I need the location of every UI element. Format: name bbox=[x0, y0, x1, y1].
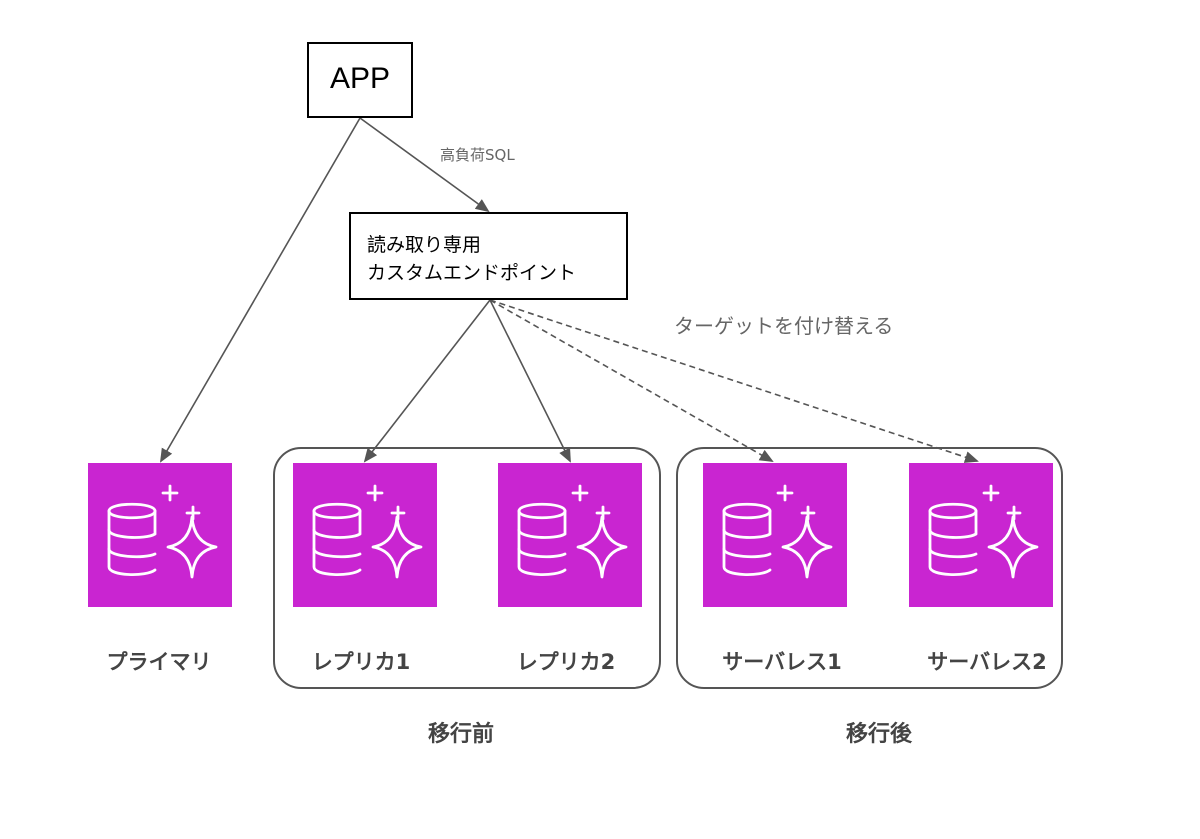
replica2-label: レプリカ2 bbox=[516, 650, 616, 674]
app-label: APP bbox=[329, 62, 391, 95]
group-before-label: 移行前 bbox=[427, 722, 494, 747]
group-after-migration bbox=[676, 447, 1063, 689]
arrow-endpoint-to-replica1 bbox=[363, 299, 491, 463]
group-after-label: 移行後 bbox=[845, 722, 912, 747]
endpoint-label-line1: 読み取り専用 bbox=[367, 234, 482, 256]
primary-db-tile bbox=[88, 463, 232, 607]
retarget-label: ターゲットを付け替える bbox=[674, 314, 894, 338]
serverless2-db-tile bbox=[909, 463, 1053, 607]
primary-label: プライマリ bbox=[106, 650, 212, 674]
dashed-arrow-endpoint-to-serverless2 bbox=[489, 299, 979, 463]
app-box: APP bbox=[307, 42, 413, 118]
serverless1-db-tile bbox=[703, 463, 847, 607]
arrow-app-to-endpoint bbox=[359, 117, 490, 213]
replica1-db-tile bbox=[293, 463, 437, 607]
serverless2-label: サーバレス2 bbox=[927, 650, 1047, 674]
dashed-arrow-endpoint-to-serverless1 bbox=[489, 299, 774, 462]
arrow-app-to-primary bbox=[159, 117, 361, 463]
custom-endpoint-box: 読み取り専用 カスタムエンドポイント bbox=[349, 212, 628, 300]
endpoint-label-line2: カスタムエンドポイント bbox=[367, 262, 577, 284]
arrow-endpoint-to-replica2 bbox=[489, 299, 571, 463]
group-before-migration bbox=[273, 447, 661, 689]
replica2-db-tile bbox=[498, 463, 642, 607]
high-load-sql-label: 高負荷SQL bbox=[440, 146, 515, 164]
replica1-label: レプリカ1 bbox=[311, 650, 411, 674]
serverless1-label: サーバレス1 bbox=[722, 650, 842, 674]
